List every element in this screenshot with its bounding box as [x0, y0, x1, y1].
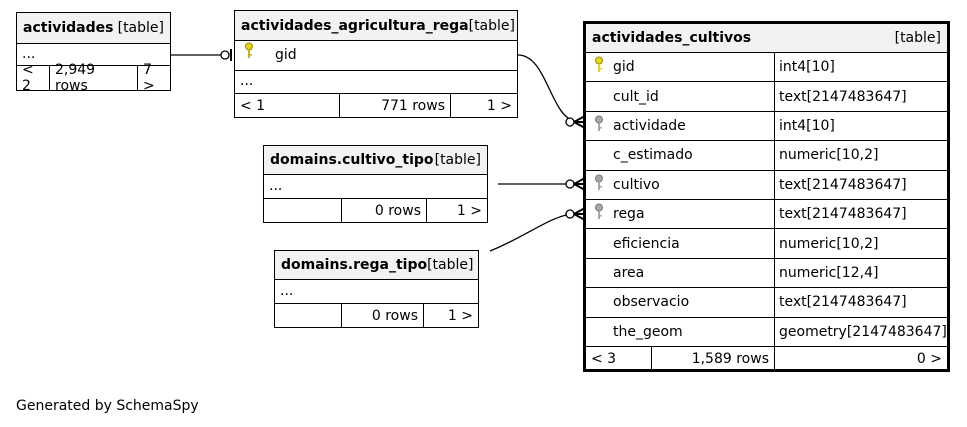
table-footer: < 1 771 rows 1 > — [235, 94, 517, 117]
table-kind: [table] — [468, 17, 515, 34]
row-count: 0 rows — [342, 304, 424, 327]
column-type: geometry[2147483647] — [779, 323, 947, 340]
column-name-cell: area — [586, 258, 775, 288]
table-footer: 0 rows 1 > — [275, 304, 478, 327]
table-name[interactable]: domains.rega_tipo — [281, 257, 428, 273]
column-name-cell: eficiencia — [586, 229, 775, 258]
column-name: gid — [275, 47, 297, 63]
column-name: actividade — [613, 117, 686, 134]
column-row: cultivo text[2147483647] — [586, 170, 947, 200]
column-list: gid int4[10] cult_id text[2147483647] activi… — [586, 53, 947, 347]
table-header: actividades [table] — [17, 13, 170, 44]
parents-count[interactable]: < 2 — [17, 62, 50, 94]
zero-many-marker — [565, 179, 575, 189]
table-actividades[interactable]: actividades [table] ... < 2 2,949 rows 7… — [16, 12, 171, 94]
column-row: actividade int4[10] — [586, 111, 947, 142]
column-name: gid — [613, 59, 635, 76]
table-name[interactable]: domains.cultivo_tipo — [270, 152, 434, 168]
column-name-cell: gid — [586, 53, 775, 82]
column-row: cult_id text[2147483647] — [586, 82, 947, 112]
column-row-gid: gid — [235, 41, 517, 71]
table-actividades-cultivos[interactable]: actividades_cultivos [table] gid int4[10]… — [583, 21, 950, 372]
table-domains-cultivo-tipo[interactable]: domains.cultivo_tipo [table] ... 0 rows … — [263, 145, 488, 223]
table-kind: [table] — [894, 30, 941, 46]
column-name-cell: c_estimado — [586, 141, 775, 170]
foreign-key-icon — [594, 174, 604, 196]
table-footer: < 3 1,589 rows 0 > — [586, 346, 947, 372]
column-name: eficiencia — [613, 235, 680, 252]
column-name-cell: actividade — [586, 111, 775, 141]
column-name-cell: observacio — [586, 288, 775, 317]
table-domains-rega-tipo[interactable]: domains.rega_tipo [table] ... 0 rows 1 > — [274, 250, 479, 328]
column-row: eficiencia numeric[10,2] — [586, 229, 947, 259]
foreign-key-icon — [594, 203, 604, 225]
column-type: int4[10] — [779, 59, 835, 76]
column-name-cell: cult_id — [586, 82, 775, 111]
column-name: c_estimado — [613, 147, 693, 164]
parents-count[interactable]: < 3 — [586, 346, 652, 372]
column-row: c_estimado numeric[10,2] — [586, 141, 947, 171]
columns-ellipsis: ... — [275, 280, 478, 304]
generated-by-label: Generated by SchemaSpy — [16, 398, 199, 414]
table-actividades-agricultura-rega[interactable]: actividades_agricultura_rega [table] gid… — [234, 10, 518, 118]
table-header: domains.rega_tipo [table] — [275, 251, 478, 280]
table-footer: 0 rows 1 > — [264, 199, 487, 222]
column-name-cell: rega — [586, 199, 775, 229]
row-count: 0 rows — [342, 199, 427, 222]
column-row: the_geom geometry[2147483647] — [586, 317, 947, 347]
table-footer: < 2 2,949 rows 7 > — [17, 62, 170, 94]
column-type: text[2147483647] — [779, 206, 907, 223]
table-name[interactable]: actividades_cultivos — [592, 30, 752, 46]
column-type: numeric[10,2] — [779, 147, 879, 164]
table-header: domains.cultivo_tipo [table] — [264, 146, 487, 175]
relation-rega-tipo-cultivos — [489, 212, 579, 252]
column-row: area numeric[12,4] — [586, 258, 947, 289]
primary-key-icon — [594, 56, 604, 78]
foreign-key-icon — [594, 115, 604, 137]
row-count: 771 rows — [340, 94, 451, 117]
children-count[interactable]: 1 > — [456, 202, 482, 219]
column-type: text[2147483647] — [779, 294, 907, 311]
column-row: rega text[2147483647] — [586, 199, 947, 230]
relation-agricultura-rega-cultivos — [517, 54, 579, 123]
column-type: text[2147483647] — [779, 88, 907, 105]
zero-many-marker — [565, 209, 575, 219]
column-name: area — [613, 264, 645, 281]
column-row: gid int4[10] — [586, 53, 947, 83]
column-name: rega — [613, 206, 645, 223]
children-count[interactable]: 1 > — [447, 307, 473, 324]
column-type: int4[10] — [779, 117, 835, 134]
column-name: cultivo — [613, 176, 660, 193]
row-count: 1,589 rows — [652, 346, 775, 372]
zero-many-marker — [565, 117, 575, 127]
parents-count — [264, 199, 342, 222]
column-name-cell: cultivo — [586, 170, 775, 199]
children-count[interactable]: 0 > — [916, 351, 942, 368]
columns-ellipsis: ... — [235, 71, 517, 94]
column-row: observacio text[2147483647] — [586, 288, 947, 318]
parents-count[interactable]: < 1 — [235, 94, 340, 117]
primary-key-icon — [244, 42, 254, 70]
table-header: actividades_cultivos [table] — [586, 24, 947, 53]
columns-ellipsis: ... — [264, 175, 487, 199]
children-count[interactable]: 1 > — [486, 97, 512, 114]
columns-ellipsis: ... — [17, 44, 170, 66]
table-kind: [table] — [117, 20, 164, 36]
column-type: numeric[10,2] — [779, 235, 879, 252]
table-header: actividades_agricultura_rega [table] — [235, 11, 517, 41]
column-type: numeric[12,4] — [779, 264, 879, 281]
column-name: cult_id — [613, 88, 659, 105]
column-name: the_geom — [613, 323, 683, 340]
column-name: observacio — [613, 294, 690, 311]
column-name-cell: the_geom — [586, 317, 775, 346]
table-kind: [table] — [434, 152, 481, 168]
column-type: text[2147483647] — [779, 176, 907, 193]
row-count: 2,949 rows — [50, 62, 138, 94]
parents-count — [275, 304, 342, 327]
children-count[interactable]: 7 > — [143, 62, 155, 94]
zero-one-marker — [220, 50, 230, 60]
table-name[interactable]: actividades — [23, 20, 114, 36]
table-name[interactable]: actividades_agricultura_rega — [241, 17, 469, 34]
table-kind: [table] — [427, 257, 474, 273]
